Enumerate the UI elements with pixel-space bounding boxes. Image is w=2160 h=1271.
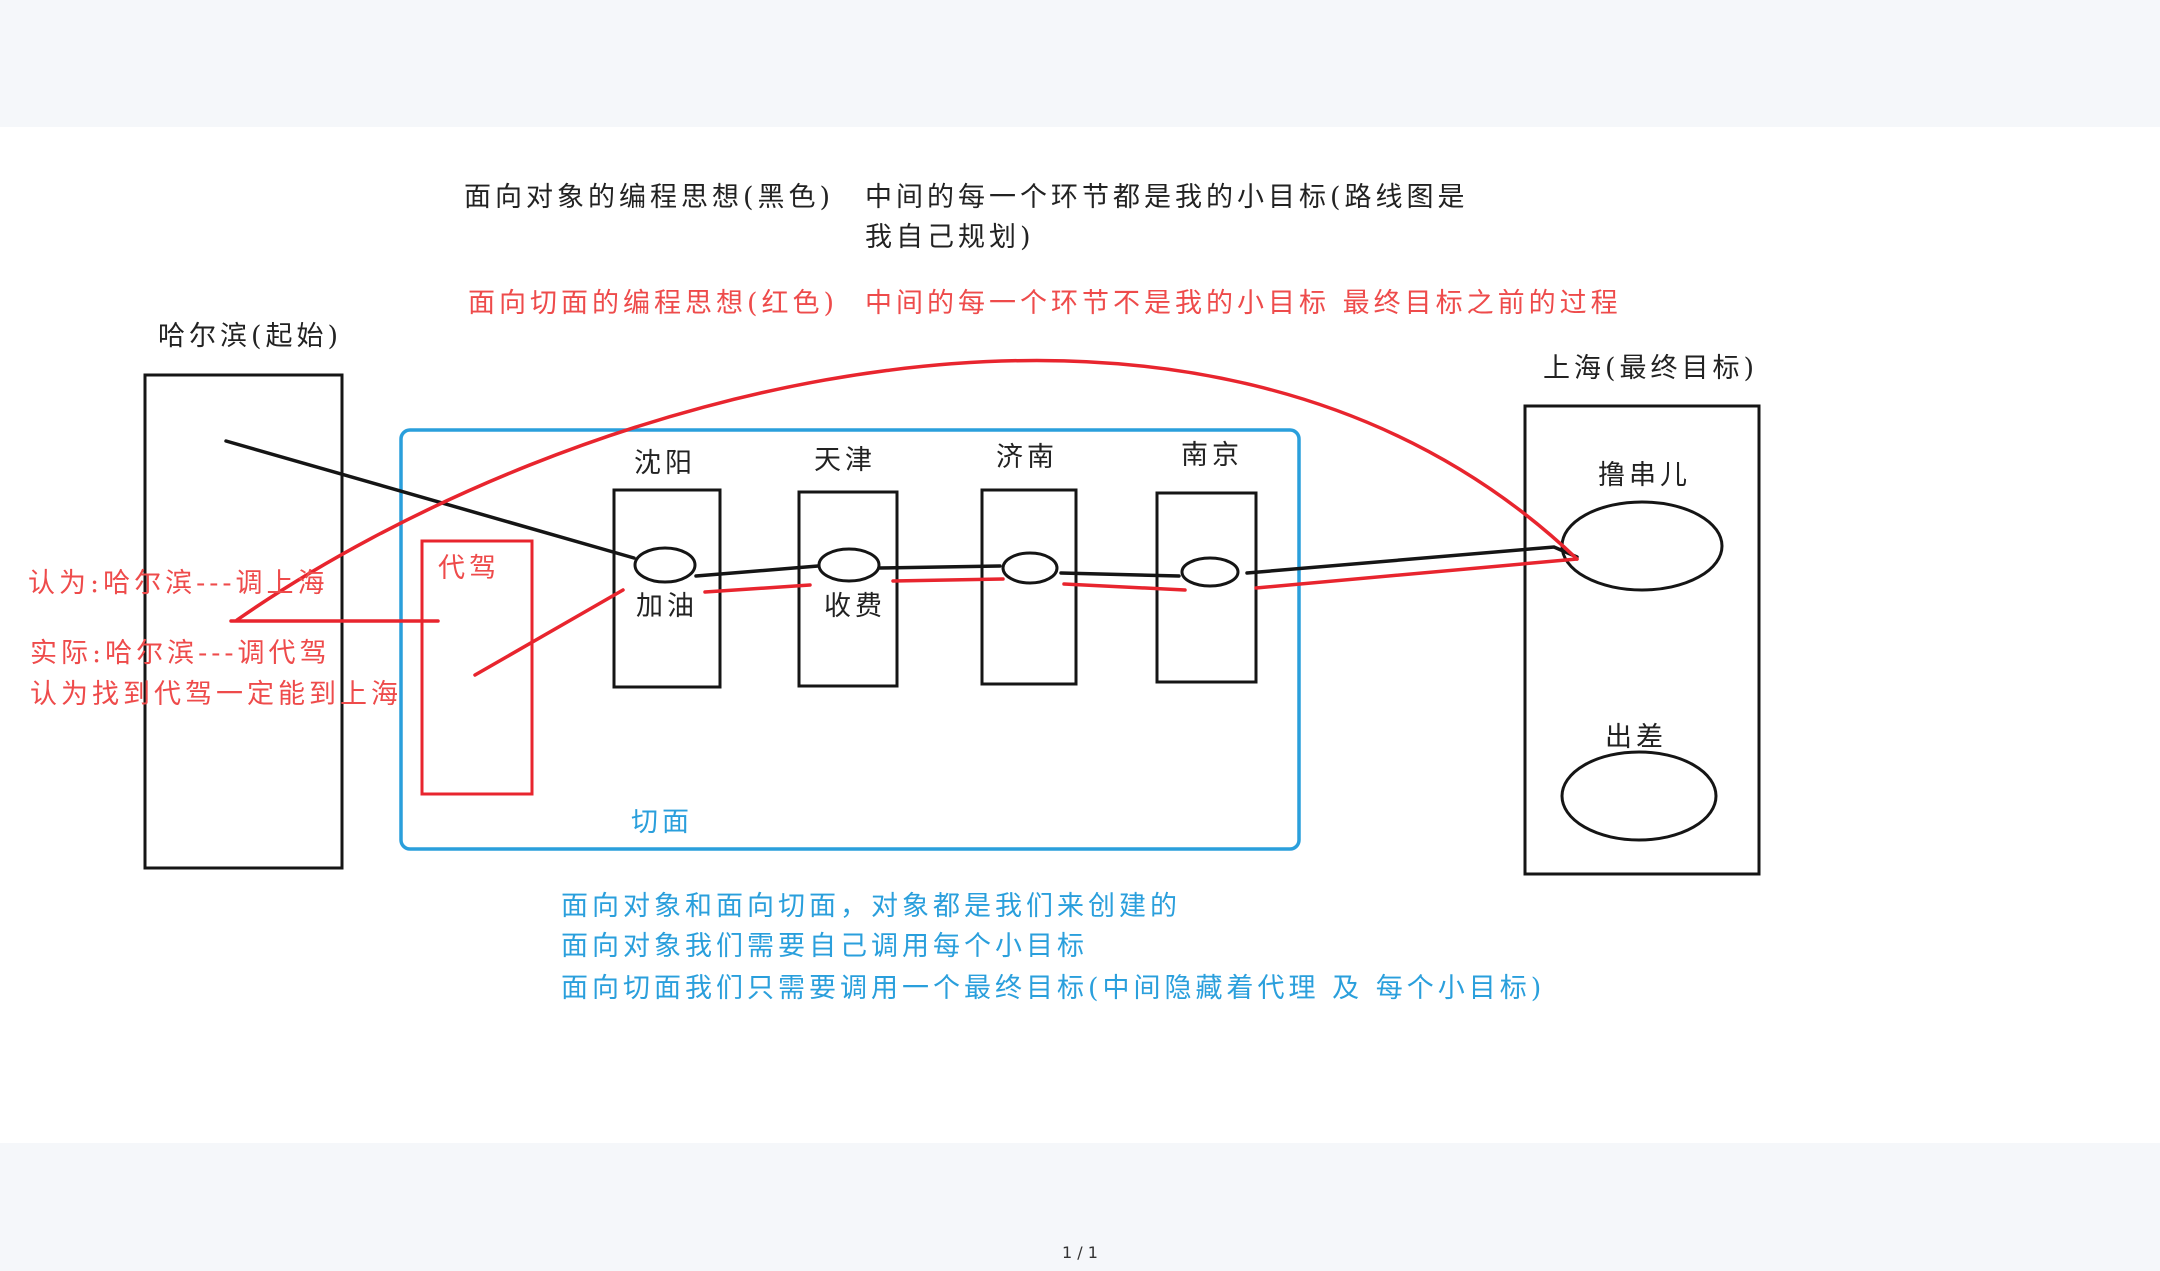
aop-line-stop3-to-stop4 [1062, 582, 1187, 592]
end-box [1523, 404, 1761, 876]
stop-box-1 [612, 488, 722, 689]
stop-box-3 [980, 488, 1078, 686]
target-ellipse-2 [1560, 750, 1718, 842]
aop-line-stop4-to-end [1254, 557, 1579, 590]
oop-line-stop4-to-end [1245, 545, 1579, 575]
stop-ellipse-1 [633, 546, 697, 584]
aop-line-proxy-to-stop1 [473, 588, 625, 677]
oop-line-stop3-to-stop4 [1059, 571, 1181, 578]
legend-oop-title: 面向对象的编程思想(黑色) [464, 182, 834, 213]
summary-line-2: 面向对象我们需要自己调用每个小目标 [561, 931, 1088, 962]
legend-aop-desc: 中间的每一个环节不是我的小目标 最终目标之前的过程 [865, 288, 1622, 319]
target-ellipse-1 [1560, 500, 1724, 592]
end-label: 上海(最终目标) [1543, 353, 1758, 384]
oop-line-stop1-to-stop2 [694, 564, 820, 578]
legend-oop-desc-line1: 中间的每一个环节都是我的小目标(路线图是 [865, 182, 1469, 213]
proxy-box [420, 539, 534, 796]
stop-ellipse-3 [1001, 551, 1059, 585]
note-line-3: 认为找到代驾一定能到上海 [30, 679, 402, 710]
aop-line-stop1-to-stop2 [703, 583, 812, 594]
stop-ellipse-4 [1180, 556, 1240, 588]
legend-oop-desc-line2: 我自己规划) [865, 222, 1035, 253]
stop-city-2: 天津 [814, 445, 876, 476]
target-label-2: 出差 [1605, 722, 1667, 753]
start-label: 哈尔滨(起始) [158, 321, 342, 352]
page-indicator: 1 / 1 [1062, 1243, 1098, 1262]
summary-line-1: 面向对象和面向切面，对象都是我们来创建的 [561, 891, 1181, 922]
legend-aop-title: 面向切面的编程思想(红色) [468, 288, 838, 319]
stop-action-1: 加油 [636, 591, 698, 622]
stop-city-3: 济南 [996, 442, 1058, 473]
aspect-label: 切面 [631, 807, 693, 838]
note-line-1: 认为:哈尔滨---调上海 [28, 568, 328, 599]
note-line-2: 实际:哈尔滨---调代驾 [30, 638, 330, 669]
aspect-region [399, 428, 1301, 851]
aop-line-stop2-to-stop3 [891, 577, 1005, 583]
stop-ellipse-2 [817, 547, 881, 583]
target-label-1: 撸串儿 [1598, 460, 1691, 491]
stop-action-2: 收费 [824, 591, 886, 622]
stop-box-2 [797, 490, 899, 688]
proxy-label: 代驾 [438, 553, 500, 584]
aop-arc-start-to-end [235, 358, 1579, 622]
summary-line-3: 面向切面我们只需要调用一个最终目标(中间隐藏着代理 及 每个小目标) [561, 973, 1545, 1004]
stop-box-4 [1155, 491, 1258, 684]
stop-city-4: 南京 [1181, 440, 1243, 471]
document-page [0, 127, 2160, 1143]
stop-city-1: 沈阳 [634, 448, 696, 479]
oop-line-start-to-stop1 [224, 439, 636, 560]
oop-line-stop2-to-stop3 [877, 564, 1002, 570]
